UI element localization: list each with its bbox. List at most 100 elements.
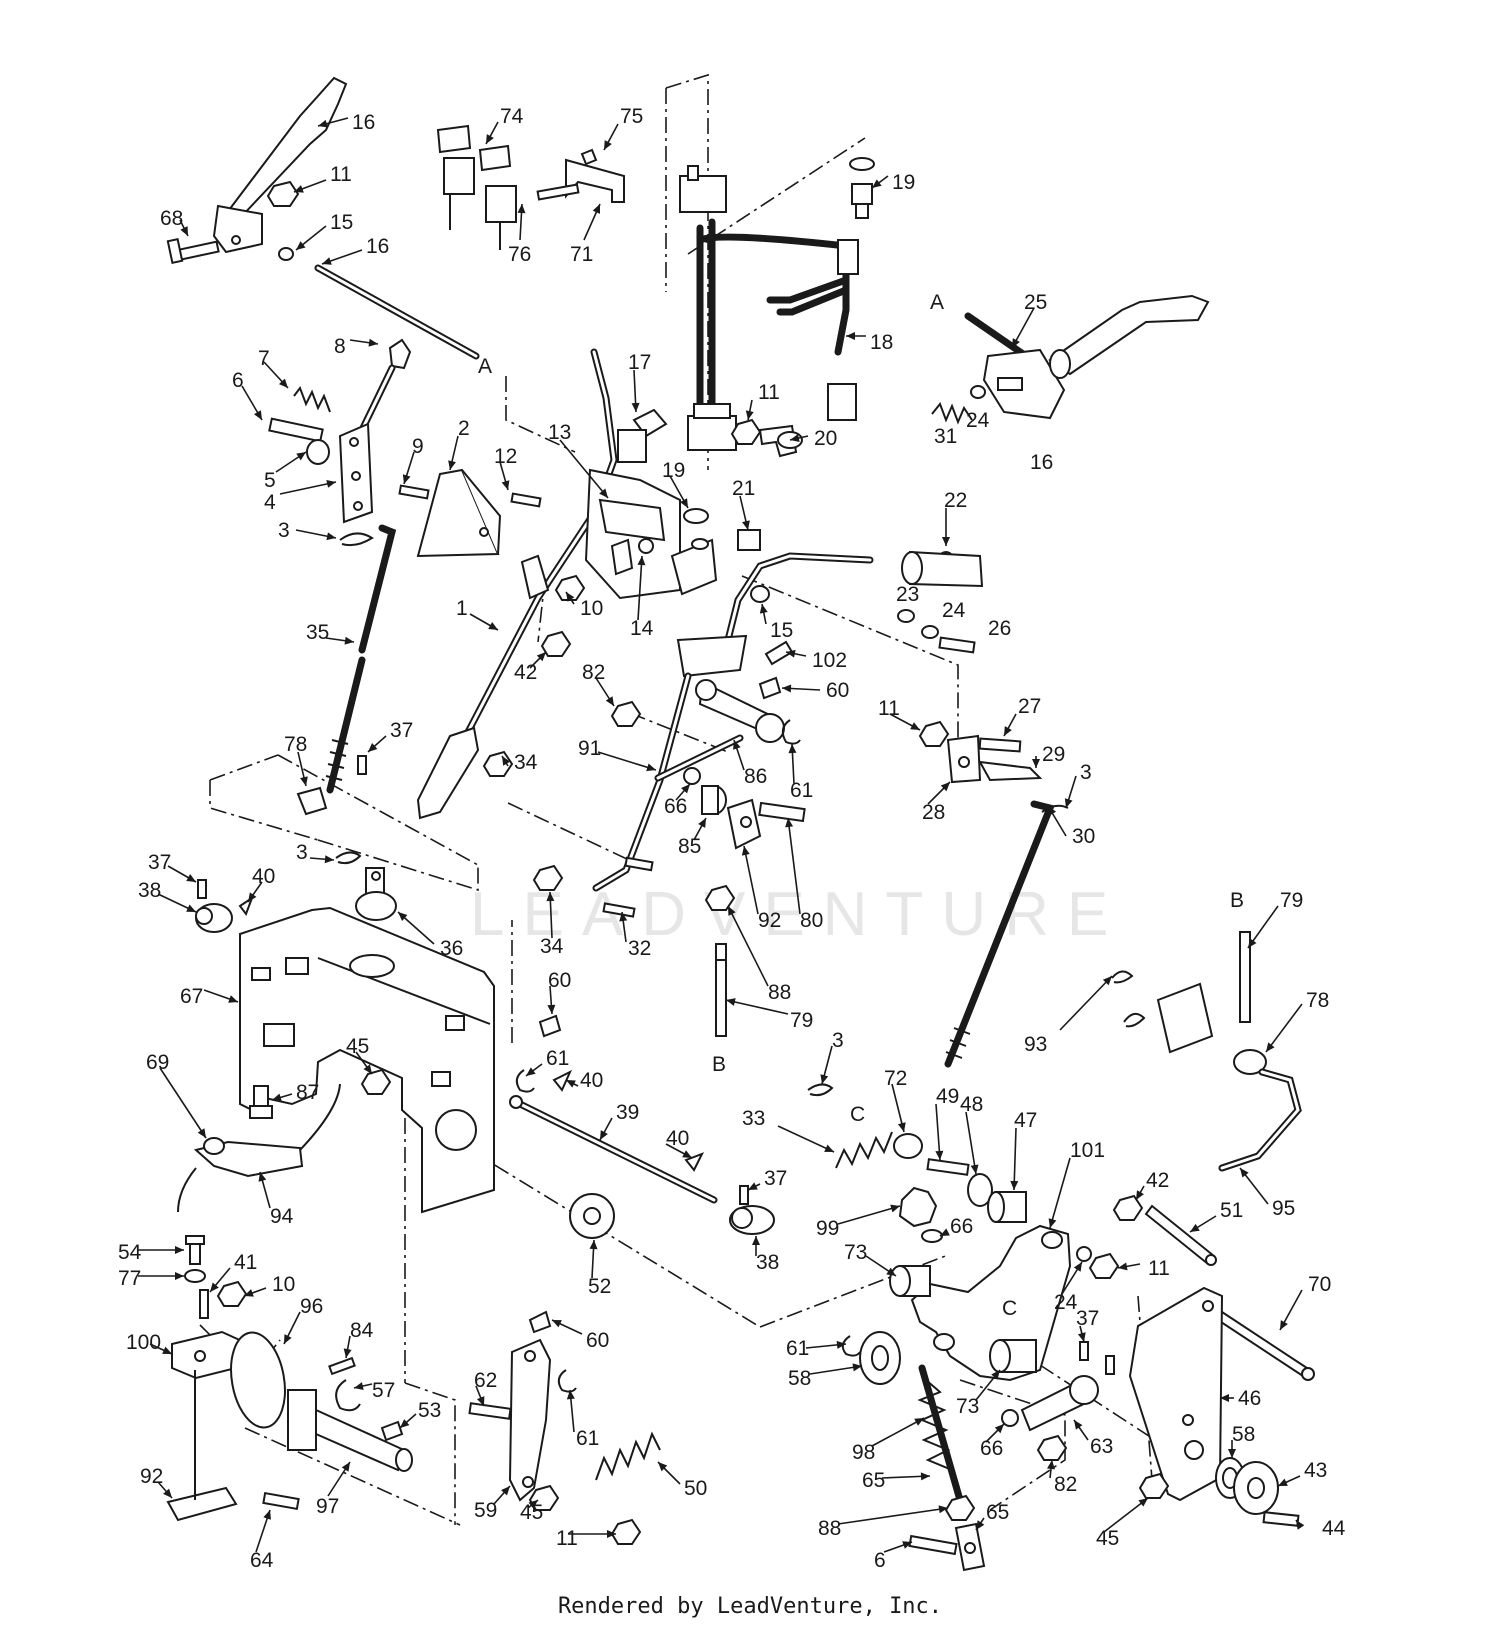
link-63 xyxy=(1020,1375,1099,1432)
leader-arrowhead xyxy=(637,556,646,566)
leader-arrowhead xyxy=(322,257,332,265)
callout-37: 37 xyxy=(747,1167,787,1191)
frame-67 xyxy=(239,906,495,1214)
leader-arrowhead xyxy=(400,1419,410,1428)
callout-label: 92 xyxy=(758,909,781,932)
callout-92: 92 xyxy=(140,1465,173,1499)
callout-86: 86 xyxy=(733,739,767,788)
callout-102: 102 xyxy=(785,649,847,672)
leader-line xyxy=(725,999,789,1015)
leader-arrowhead xyxy=(1010,1180,1019,1190)
washer-52 xyxy=(569,1193,615,1239)
nut-34a xyxy=(482,750,514,777)
callout-26: 26 xyxy=(988,617,1011,640)
leader-arrowhead xyxy=(589,1240,598,1250)
leader-arrowhead xyxy=(402,474,411,484)
callout-82: 82 xyxy=(582,661,615,707)
callout-label: 34 xyxy=(540,935,564,958)
callout-78: 78 xyxy=(284,733,308,787)
callout-label: 61 xyxy=(790,779,813,802)
bolt-79a xyxy=(715,943,727,1037)
callout-label: 77 xyxy=(118,1267,141,1290)
spacer-48 xyxy=(967,1173,993,1207)
shaft-97 xyxy=(287,1389,413,1472)
fitting-60a xyxy=(758,676,782,700)
leader-arrowhead xyxy=(528,1500,538,1509)
leader-arrowhead xyxy=(1048,806,1057,816)
callout-label: 19 xyxy=(662,459,685,482)
callout-label: 78 xyxy=(1306,989,1329,1012)
nut-45c xyxy=(1138,1472,1170,1499)
bolt-70 xyxy=(1216,1310,1315,1381)
leader-line xyxy=(777,1125,835,1153)
callout-48: 48 xyxy=(960,1093,983,1175)
callout-label: 60 xyxy=(826,679,849,702)
leader-arrowhead xyxy=(284,1334,292,1344)
fitting-87 xyxy=(249,1085,273,1119)
nut-42b xyxy=(1112,1194,1144,1221)
ring-61c xyxy=(841,1335,861,1357)
callout-44: 44 xyxy=(1295,1517,1346,1540)
knob-8 xyxy=(358,338,412,434)
fitting-69 xyxy=(203,1137,225,1155)
callout-66: 66 xyxy=(939,1215,973,1238)
leader-arrowhead xyxy=(991,1370,1000,1380)
callout-A: A xyxy=(478,355,492,378)
nut-10a xyxy=(554,574,586,601)
leader-arrowhead xyxy=(646,763,656,772)
callout-label: 45 xyxy=(346,1035,369,1058)
callout-label: 3 xyxy=(278,519,290,542)
leader-line xyxy=(871,1417,925,1447)
leader-arrowhead xyxy=(846,332,855,340)
leader-arrowhead xyxy=(278,378,288,388)
callout-label: 1 xyxy=(456,597,468,620)
spring-50 xyxy=(595,1431,661,1481)
leader-arrowhead xyxy=(788,744,797,754)
leader-arrowhead xyxy=(486,134,494,144)
nut-45b xyxy=(528,1484,560,1511)
leader-arrowhead xyxy=(890,1204,900,1213)
callout-label: 11 xyxy=(556,1527,578,1550)
callout-label: 100 xyxy=(126,1331,161,1354)
screw-near-80 xyxy=(624,856,654,872)
callout-19: 19 xyxy=(662,459,689,509)
callout-97: 97 xyxy=(316,1461,351,1518)
callout-label: 48 xyxy=(960,1093,983,1116)
callout-label: 32 xyxy=(628,937,651,960)
callout-label: 15 xyxy=(770,619,793,642)
control-lever-16-left xyxy=(212,76,348,254)
nut-10b xyxy=(216,1280,248,1307)
leader-arrowhead xyxy=(658,1462,668,1472)
callout-8: 8 xyxy=(334,335,379,358)
leader-arrowhead xyxy=(698,818,706,828)
callout-65: 65 xyxy=(862,1469,931,1492)
nut-82a xyxy=(610,700,642,727)
callout-label: 14 xyxy=(630,617,654,640)
callout-37: 37 xyxy=(1076,1307,1099,1343)
nut-11b xyxy=(730,418,762,445)
leader-arrowhead xyxy=(1190,1223,1200,1232)
callout-24: 24 xyxy=(1054,1261,1083,1314)
leader-arrowhead xyxy=(341,1462,350,1472)
callout-label: 19 xyxy=(892,171,915,194)
leader-arrowhead xyxy=(253,410,262,420)
swivel-36 xyxy=(355,867,397,921)
callout-label: 36 xyxy=(440,937,463,960)
callout-45: 45 xyxy=(1096,1497,1149,1550)
callout-label: 72 xyxy=(884,1067,907,1090)
callout-91: 91 xyxy=(578,737,657,772)
leader-line xyxy=(1103,1497,1149,1533)
callout-label: 75 xyxy=(620,105,643,128)
bar-92b xyxy=(166,1370,238,1522)
callout-96: 96 xyxy=(283,1295,323,1345)
clevis-65b xyxy=(954,1522,986,1572)
collar-38b xyxy=(729,1205,775,1235)
leader-arrowhead xyxy=(940,782,950,792)
callout-61: 61 xyxy=(788,743,813,802)
leader-arrowhead xyxy=(682,1150,692,1158)
spring-7 xyxy=(293,385,331,413)
washer-24c xyxy=(1076,1246,1092,1262)
callout-11: 11 xyxy=(1117,1257,1170,1280)
leader-arrowhead xyxy=(536,652,546,662)
callout-label: 94 xyxy=(270,1205,294,1228)
